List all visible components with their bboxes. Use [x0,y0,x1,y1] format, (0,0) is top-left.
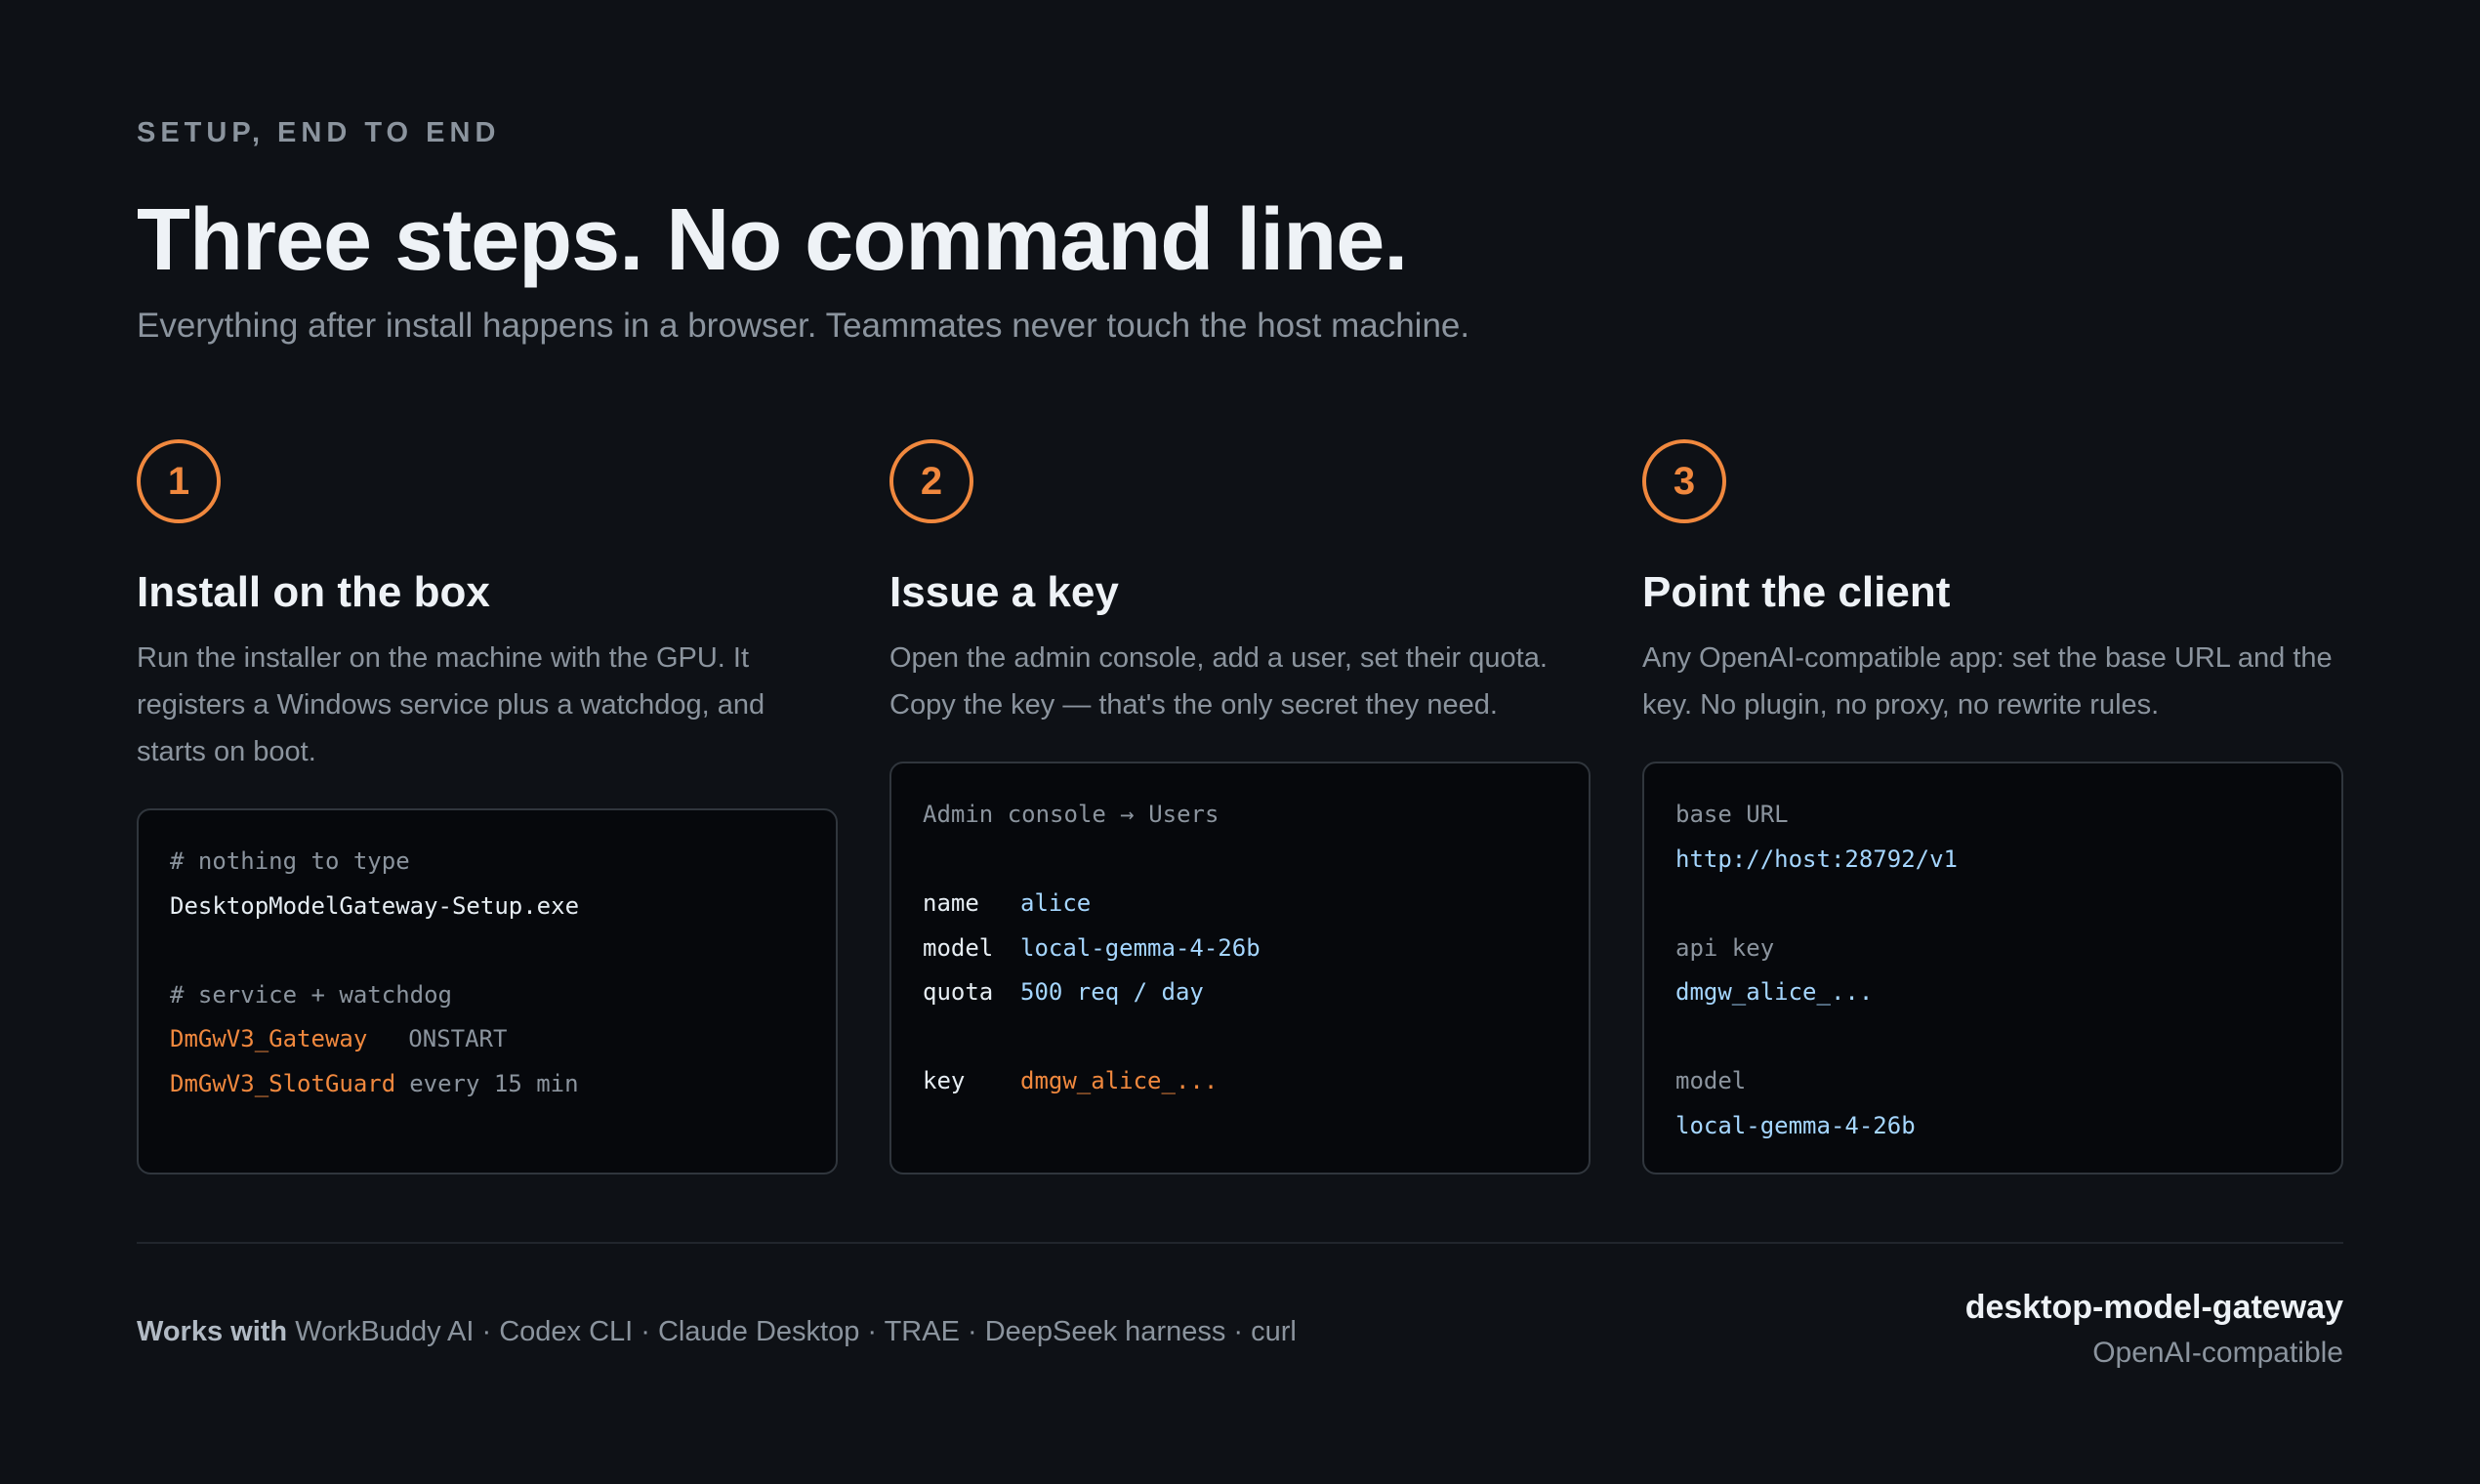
field-row: model local-gemma-4-26b [923,927,1557,971]
field-label: name [923,889,979,917]
step-number-badge: 3 [1642,439,1726,523]
field-row: key dmgw_alice_... [923,1059,1557,1104]
field-value: alice [1020,889,1092,917]
step-2: 2 Issue a key Open the admin console, ad… [889,439,1591,1175]
works-with-list: WorkBuddy AI · Codex CLI · Claude Deskto… [295,1316,1297,1347]
step-title: Install on the box [137,568,490,616]
brand: desktop-model-gateway OpenAI-compatible [1965,1289,2343,1370]
step-description: Open the admin console, add a user, set … [889,642,1548,721]
footer-divider [137,1242,2343,1244]
step-title: Issue a key [889,568,1119,616]
brand-name: desktop-model-gateway [1964,1289,2343,1326]
field-value: dmgw_alice_... [1675,978,1874,1006]
field-label: model [1675,1067,1747,1094]
brand-tagline: OpenAI-compatible [2092,1337,2343,1369]
step-1: 1 Install on the box Run the installer o… [137,439,838,1175]
code-block: Admin console → Users name alice model loc… [889,762,1591,1175]
step-title: Point the client [1642,568,1951,616]
code-block: # nothing to type DesktopModelGateway-Se… [137,808,838,1175]
field-value: 500 req / day [1020,978,1204,1006]
field-label: base URL [1675,801,1789,828]
field-value: local-gemma-4-26b [1675,1111,1916,1139]
service-mode: ONSTART [408,1025,508,1052]
service-row: DmGwV3_SlotGuard every 15 min [170,1062,805,1107]
service-name: DmGwV3_SlotGuard [170,1069,396,1097]
page-subtitle: Everything after install happens in a br… [137,307,1470,345]
field-label: model [923,933,994,962]
page-title: Three steps. No command line. [137,191,1408,289]
service-mode: every 15 min [409,1069,579,1097]
field-label: quota [923,978,994,1006]
step-number-badge: 2 [889,439,973,523]
step-description: Run the installer on the machine with th… [137,642,765,767]
installer-filename: DesktopModelGateway-Setup.exe [170,891,580,920]
service-row: DmGwV3_Gateway ONSTART [170,1017,805,1062]
field-value: local-gemma-4-26b [1020,933,1261,962]
code-comment: # service + watchdog [170,980,452,1009]
field-label: api key [1675,933,1775,962]
step-3: 3 Point the client Any OpenAI-compatible… [1642,439,2343,1175]
field-row: name alice [923,882,1557,927]
section-eyebrow: SETUP, END TO END [137,117,501,148]
service-name: DmGwV3_Gateway [170,1025,368,1052]
step-description: Any OpenAI-compatible app: set the base … [1642,642,2333,721]
setup-page: SETUP, END TO END Three steps. No comman… [137,0,2343,1484]
field-label: key [923,1067,966,1094]
field-value: http://host:28792/v1 [1675,845,1958,873]
field-value: dmgw_alice_... [1020,1067,1219,1094]
field-row: quota 500 req / day [923,970,1557,1015]
code-comment: # nothing to type [170,847,410,875]
code-header: Admin console → Users [923,801,1219,828]
works-with: Works with WorkBuddy AI · Codex CLI · Cl… [137,1316,1297,1348]
step-number-badge: 1 [137,439,221,523]
code-block: base URL http://host:28792/v1 api key dm… [1642,762,2343,1175]
works-with-label: Works with [137,1316,288,1347]
